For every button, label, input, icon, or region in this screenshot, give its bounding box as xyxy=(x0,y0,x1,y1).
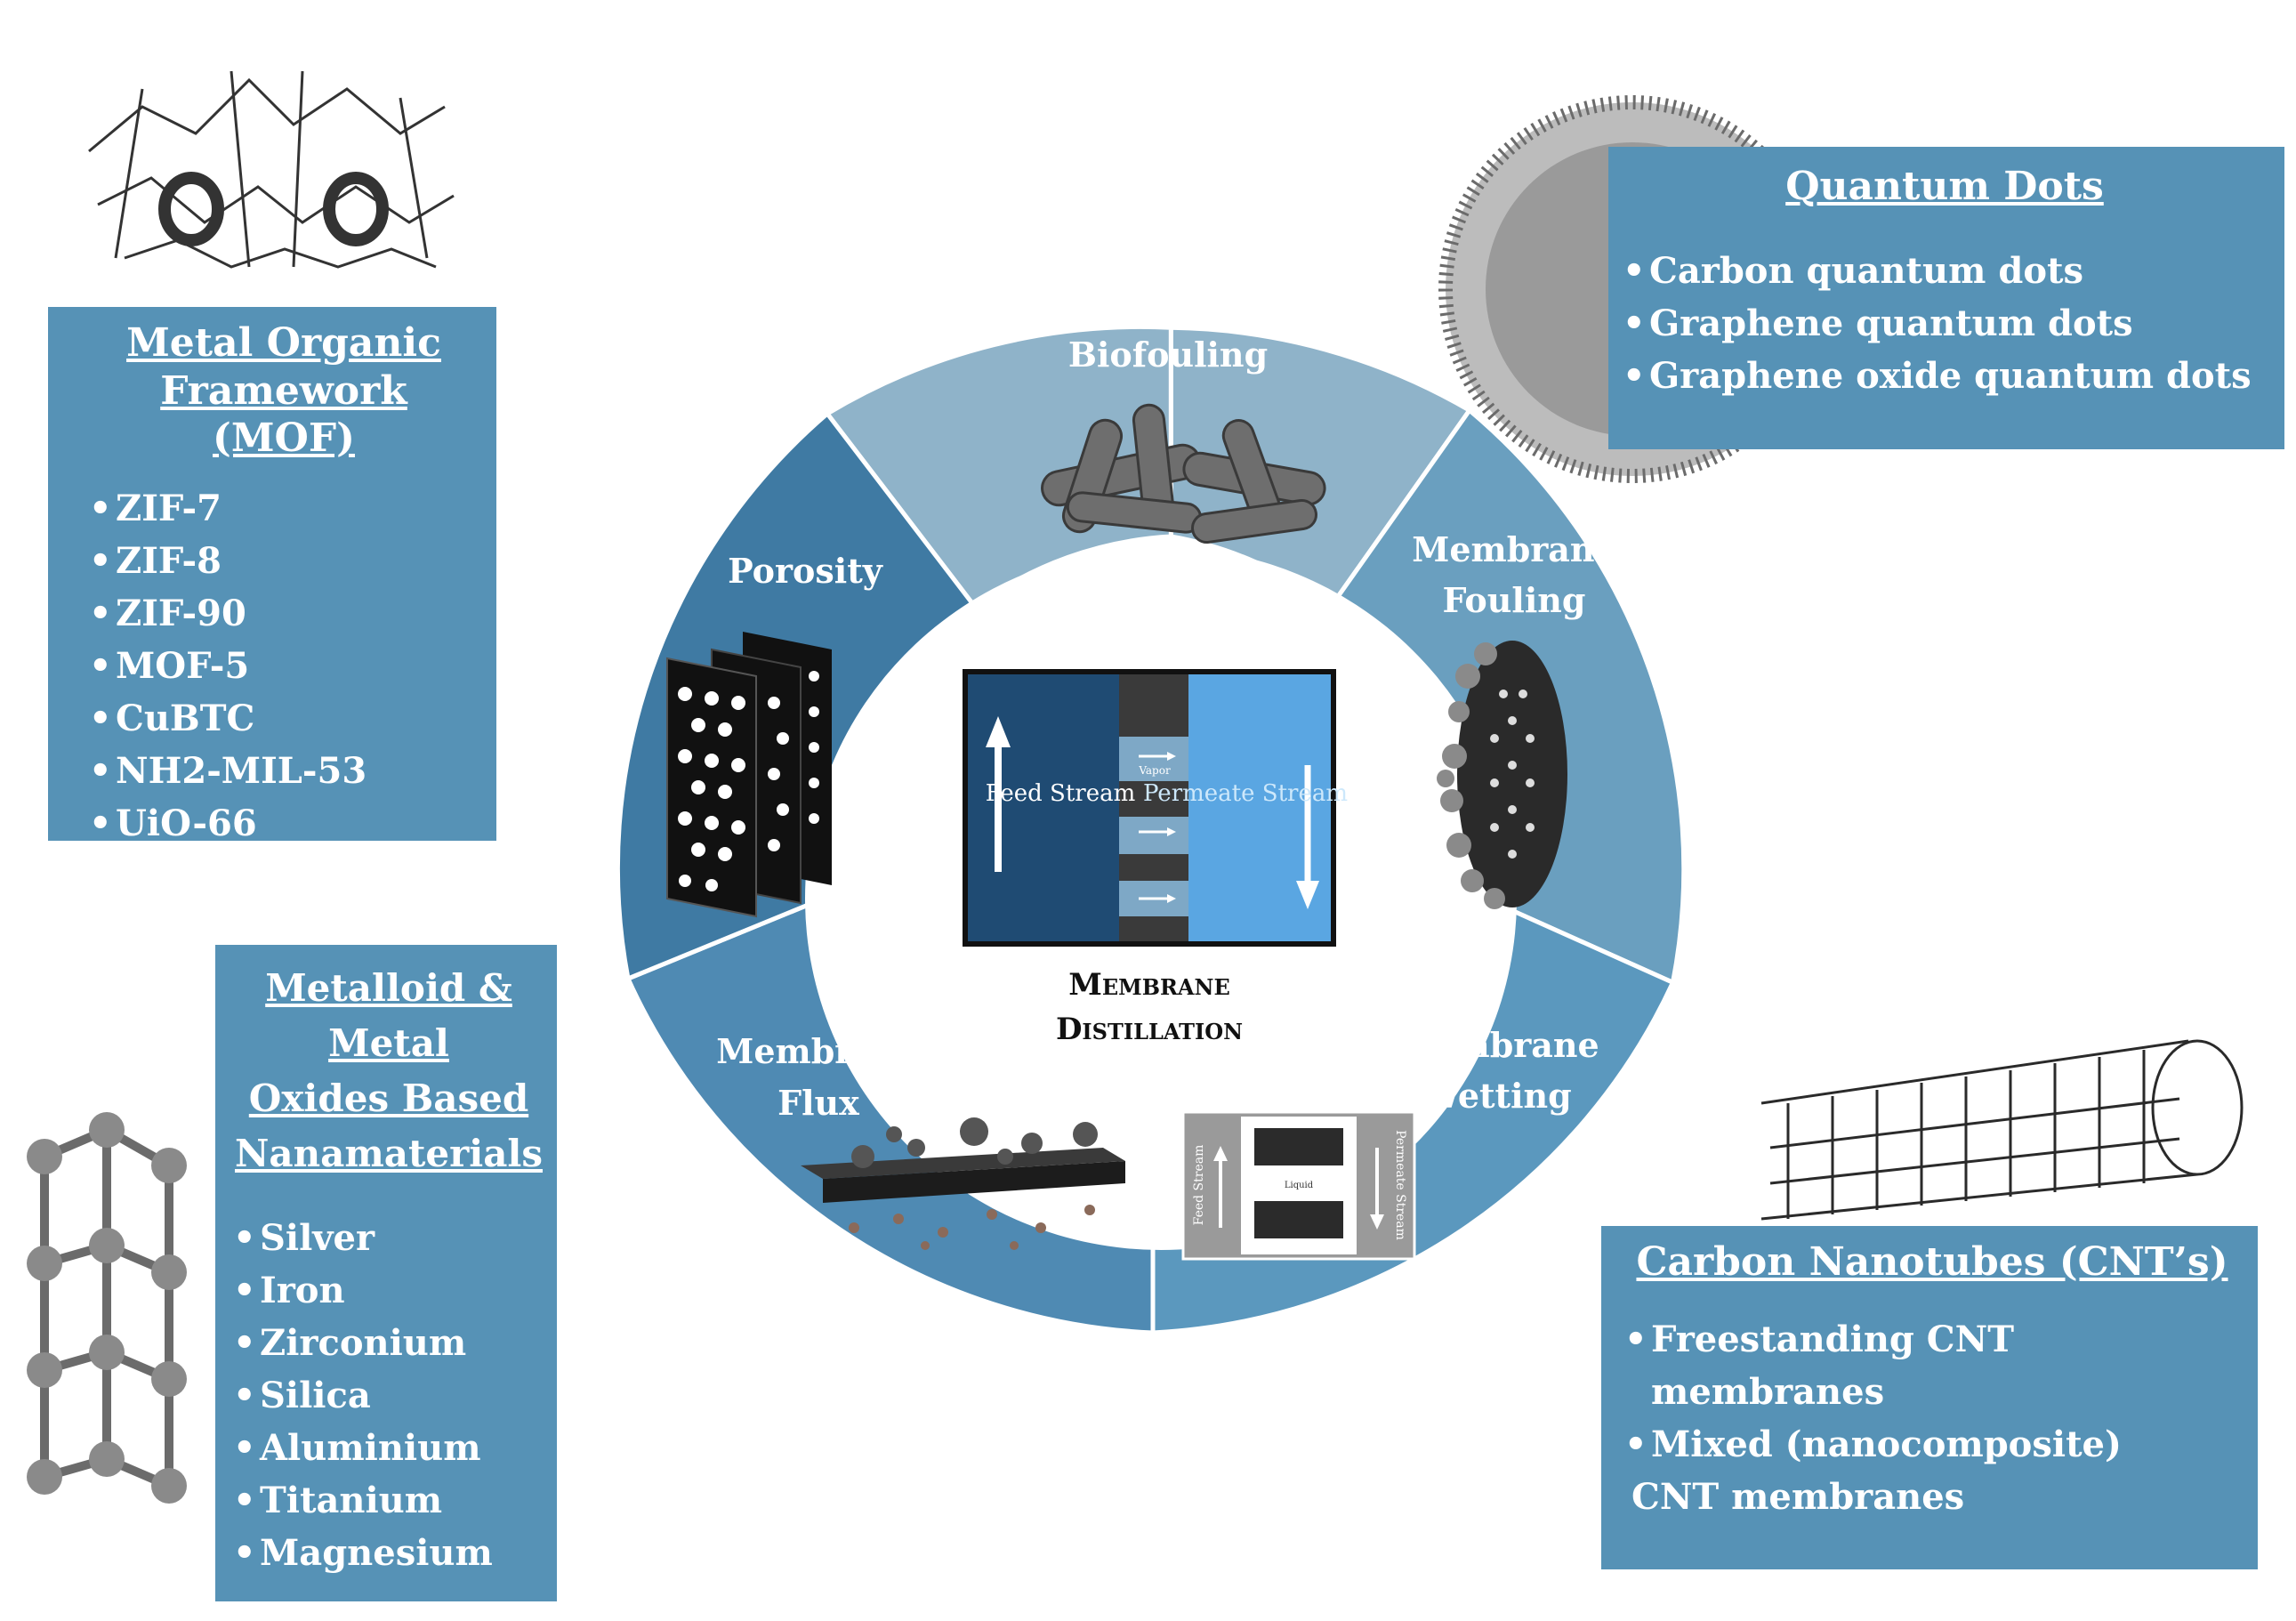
fouling-illustration xyxy=(1437,641,1567,909)
mof-item: MOF-5 xyxy=(84,640,484,692)
label-biofouling: Biofouling xyxy=(1068,335,1268,375)
mof-box: Metal Organic Framework (MOF) ZIF-7 ZIF-… xyxy=(48,307,496,850)
bacteria-illustration xyxy=(1041,403,1326,544)
quantum-dots-box: Quantum Dots Carbon quantum dots Graphen… xyxy=(1608,147,2284,449)
metal-item: Iron xyxy=(228,1264,550,1317)
mof-item: ZIF-8 xyxy=(84,535,484,587)
label-fouling-1: Membrane xyxy=(1412,529,1615,569)
center-title-line2: Distillation xyxy=(1056,1012,1243,1047)
cnt-item-line: membranes xyxy=(1651,1370,1885,1413)
mof-title-line1: Metal Organic xyxy=(126,320,441,366)
cnt-list: Freestanding CNT membranes Mixed (nanoco… xyxy=(1619,1313,2245,1523)
cnt-item: Mixed (nanocomposite) CNT membranes xyxy=(1619,1418,2245,1523)
metal-list: Silver Iron Zirconium Silica Aluminium T… xyxy=(228,1212,550,1579)
porosity-illustration xyxy=(666,632,832,918)
label-wetting-2: Wetting xyxy=(1422,1076,1572,1116)
cnt-illustration xyxy=(1760,1039,2244,1221)
metal-title-line: Metalloid & xyxy=(265,966,512,1010)
mof-item: CuBTC xyxy=(84,692,484,745)
metal-title-line: Metal xyxy=(328,1021,449,1065)
md-schematic xyxy=(963,669,1336,947)
wetting-illustration xyxy=(1181,1110,1416,1261)
cnt-item-line: CNT membranes xyxy=(1631,1475,1965,1518)
cnt-title: Carbon Nanotubes (CNT’s) xyxy=(1636,1239,2228,1285)
mof-item: ZIF-90 xyxy=(84,587,484,640)
permeate-stream-label: Permeate Stream xyxy=(1143,780,1348,807)
cnt-item-line: Freestanding CNT xyxy=(1651,1318,2014,1360)
flux-illustration xyxy=(801,1117,1125,1250)
mof-structure-illustration xyxy=(88,70,455,269)
label-flux-1: Membrane xyxy=(716,1031,920,1071)
metal-item: Silver xyxy=(228,1212,550,1264)
label-flux-2: Flux xyxy=(777,1083,859,1123)
feed-stream-label: Feed Stream xyxy=(986,780,1136,807)
mof-item: ZIF-7 xyxy=(84,482,484,535)
metal-title-line: Nanamaterials xyxy=(234,1132,544,1175)
wetting-permeate-label: Permeate Stream xyxy=(1393,1130,1407,1240)
label-wetting-1: Membrane xyxy=(1395,1025,1599,1065)
metal-title: Metalloid & Metal Oxides Based Nanamater… xyxy=(228,961,550,1181)
qd-item: Graphene quantum dots xyxy=(1617,297,2272,350)
qd-list: Carbon quantum dots Graphene quantum dot… xyxy=(1617,245,2272,402)
metal-item: Silica xyxy=(228,1369,550,1422)
cnt-item: Freestanding CNT membranes xyxy=(1619,1313,2245,1418)
metal-item: Magnesium xyxy=(228,1527,550,1579)
metal-oxide-box: Metalloid & Metal Oxides Based Nanamater… xyxy=(215,945,557,1601)
metal-oxide-lattice-illustration xyxy=(27,1112,187,1504)
qd-title: Quantum Dots xyxy=(1785,164,2104,209)
metal-item: Titanium xyxy=(228,1474,550,1527)
mof-item: NH2-MIL-53 xyxy=(84,745,484,797)
label-fouling-2: Fouling xyxy=(1443,580,1586,620)
wetting-feed-label: Feed Stream xyxy=(1192,1145,1206,1226)
vapor-label: Vapor xyxy=(1138,764,1171,777)
mof-item: UiO-66 xyxy=(84,797,484,850)
metal-title-line: Oxides Based xyxy=(248,1077,529,1120)
cnt-box: Carbon Nanotubes (CNT’s) Freestanding CN… xyxy=(1601,1226,2258,1569)
metal-item: Zirconium xyxy=(228,1317,550,1369)
label-porosity: Porosity xyxy=(728,551,883,591)
qd-item: Graphene oxide quantum dots xyxy=(1617,350,2272,402)
qd-item: Carbon quantum dots xyxy=(1617,245,2272,297)
mof-title-line2: Framework (MOF) xyxy=(160,367,407,462)
metal-item: Aluminium xyxy=(228,1422,550,1474)
wetting-liquid-label: Liquid xyxy=(1285,1181,1314,1190)
center-title-line1: Membrane xyxy=(1068,967,1230,1003)
mof-title: Metal Organic Framework (MOF) xyxy=(84,319,484,463)
cnt-item-line: Mixed (nanocomposite) xyxy=(1651,1423,2122,1465)
mof-list: ZIF-7 ZIF-8 ZIF-90 MOF-5 CuBTC NH2-MIL-5… xyxy=(84,482,484,850)
